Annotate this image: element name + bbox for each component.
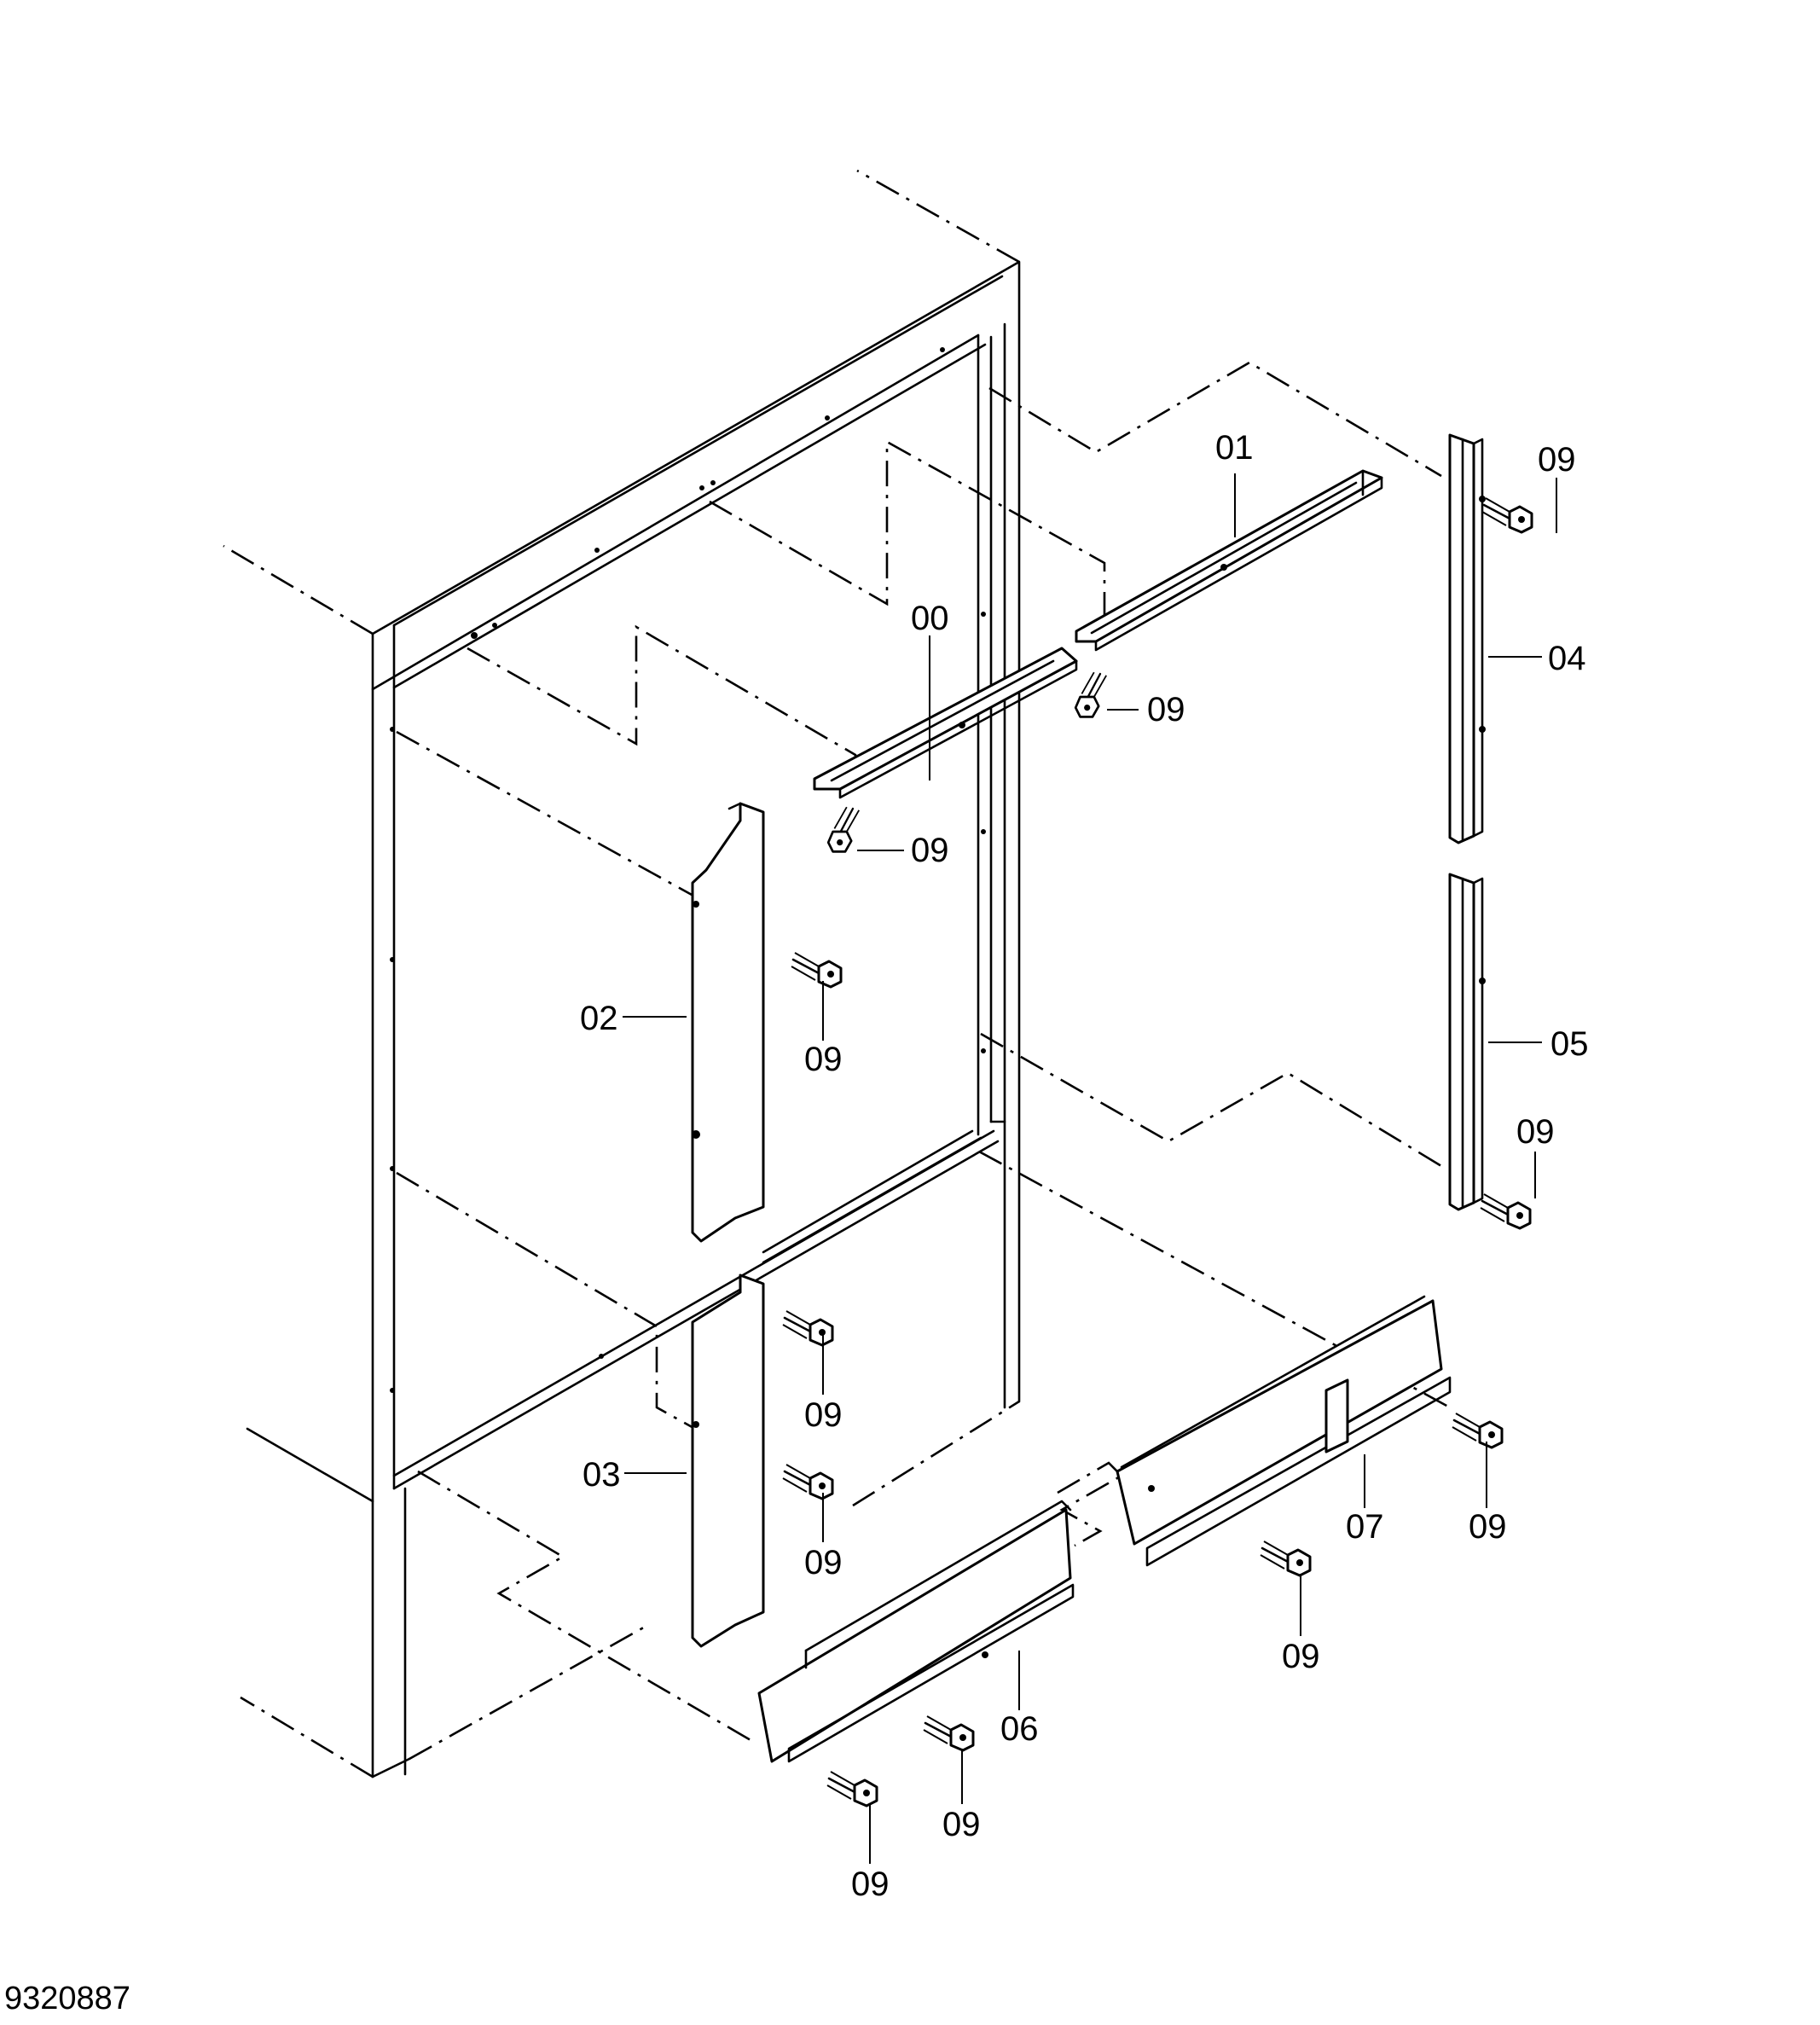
label-09: 09 bbox=[1469, 1508, 1507, 1546]
bolt-icon bbox=[781, 1463, 834, 1500]
label-09: 09 bbox=[804, 1041, 843, 1078]
part-00-rail bbox=[813, 647, 1078, 799]
label-09: 09 bbox=[1516, 1113, 1555, 1151]
bolt-icon bbox=[1479, 1192, 1532, 1230]
label-09: 09 bbox=[1538, 441, 1576, 479]
label-02: 02 bbox=[580, 1000, 618, 1037]
body-frame bbox=[223, 169, 1021, 1778]
part-02-panel bbox=[691, 802, 765, 1243]
part-03-panel bbox=[691, 1274, 765, 1648]
label-07: 07 bbox=[1346, 1508, 1384, 1546]
label-04: 04 bbox=[1548, 640, 1586, 677]
label-09: 09 bbox=[1282, 1638, 1320, 1675]
part-labels: 00 01 02 03 04 05 06 07 09 09 09 09 09 0… bbox=[580, 429, 1589, 1903]
label-09: 09 bbox=[804, 1544, 843, 1581]
label-03: 03 bbox=[583, 1456, 621, 1494]
bolt-icon bbox=[1481, 496, 1533, 534]
bolt-icon bbox=[1259, 1540, 1312, 1577]
label-09: 09 bbox=[942, 1806, 981, 1843]
part-05-rail bbox=[1448, 873, 1486, 1211]
label-09: 09 bbox=[1147, 691, 1185, 728]
label-00: 00 bbox=[911, 600, 949, 637]
part-01-rail bbox=[1075, 469, 1383, 652]
part-04-rail bbox=[1448, 433, 1486, 844]
label-09: 09 bbox=[851, 1865, 890, 1903]
label-09: 09 bbox=[804, 1396, 843, 1434]
bolt-icon bbox=[826, 805, 861, 853]
part-06-cover bbox=[757, 1500, 1075, 1763]
bolt-icon bbox=[781, 1309, 834, 1347]
drawing-number: 9320887 bbox=[4, 1981, 130, 2016]
label-09: 09 bbox=[911, 832, 949, 869]
label-leaders bbox=[623, 473, 1557, 1864]
bolt-icon bbox=[1074, 670, 1108, 718]
bolt-icon bbox=[922, 1715, 975, 1752]
label-05: 05 bbox=[1550, 1025, 1589, 1063]
bolt-icon bbox=[790, 951, 843, 989]
label-06: 06 bbox=[1000, 1710, 1039, 1748]
assembly-leaders bbox=[396, 361, 1451, 1742]
bolt-icon bbox=[826, 1770, 878, 1807]
bolt-icon bbox=[1451, 1412, 1504, 1449]
part-07-cover bbox=[1116, 1295, 1452, 1567]
label-01: 01 bbox=[1215, 429, 1254, 467]
